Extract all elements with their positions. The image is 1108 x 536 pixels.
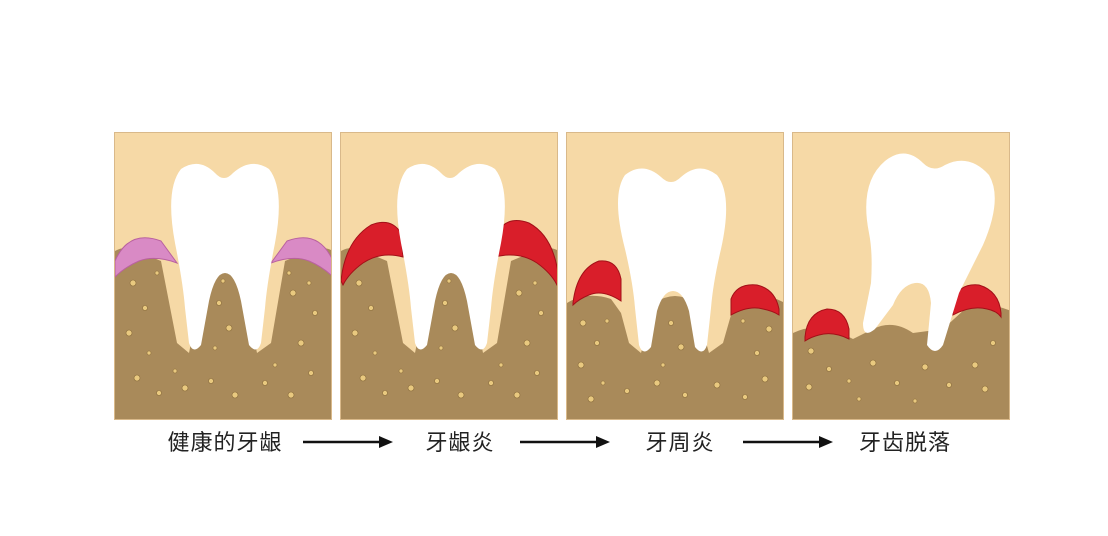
bone-spots xyxy=(805,340,996,404)
bone xyxy=(115,248,331,419)
stage-panel-healthy xyxy=(114,132,332,420)
bone xyxy=(793,305,1009,419)
gum-left-inflamed xyxy=(804,308,850,342)
stage-panel-gingivitis xyxy=(340,132,558,420)
bone-spots xyxy=(577,318,773,403)
stage-label-healthy: 健康的牙龈 xyxy=(167,431,283,456)
gum-left-inflamed xyxy=(572,260,622,307)
periodontitis-illustration xyxy=(567,168,783,419)
tooth-loss-illustration xyxy=(793,153,1009,419)
stage-panel-tooth-loss xyxy=(792,132,1010,420)
gum-right-inflamed xyxy=(952,284,1002,319)
stage-label-gingivitis: 牙龈炎 xyxy=(425,431,495,456)
bone-spots xyxy=(351,278,544,399)
stage-label-periodontitis: 牙周炎 xyxy=(645,431,715,456)
arrow-right-icon xyxy=(303,436,393,448)
bone xyxy=(341,248,557,419)
tooth xyxy=(171,163,279,350)
tooth-falling xyxy=(863,153,995,351)
gum-left xyxy=(115,237,179,278)
stage-panel-periodontitis xyxy=(566,132,784,420)
bone xyxy=(567,295,783,419)
stage-label-tooth-loss: 牙齿脱落 xyxy=(858,431,951,456)
arrow-right-icon xyxy=(743,436,833,448)
healthy-illustration xyxy=(115,163,331,419)
arrow-right-icon xyxy=(520,436,610,448)
gum-right xyxy=(269,237,331,276)
tooth xyxy=(397,163,505,350)
gingivitis-illustration xyxy=(341,163,557,419)
bone-spots xyxy=(125,270,318,399)
tooth xyxy=(618,168,727,352)
gum-right-inflamed xyxy=(730,284,780,316)
